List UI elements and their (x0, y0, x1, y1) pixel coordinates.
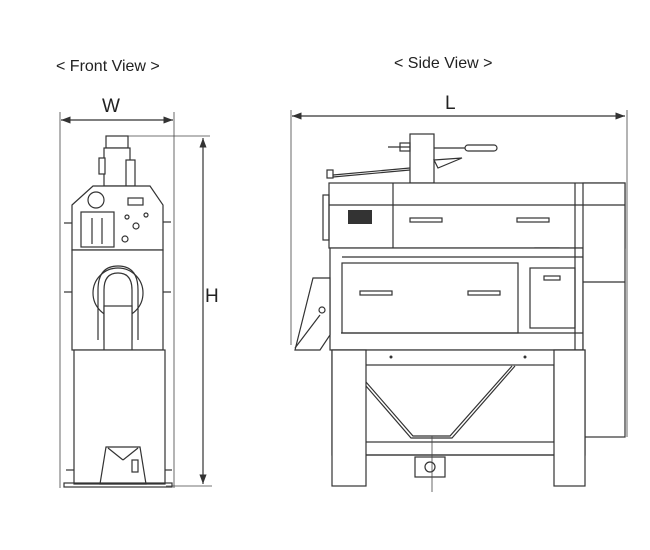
control-panel-housing (71, 185, 164, 251)
length-label: L (445, 93, 456, 114)
gauge (87, 191, 105, 209)
side-view-title: < Side View > (394, 55, 493, 72)
outlet-valve (414, 456, 446, 478)
side-view-drawing (290, 110, 628, 492)
leg-left (331, 349, 367, 487)
hopper (365, 365, 513, 437)
width-label: W (102, 96, 120, 117)
inlet-chute (294, 277, 331, 351)
top-actuator (326, 133, 498, 184)
front-view-drawing (59, 112, 212, 488)
control-screen (348, 210, 372, 224)
base-outlet (99, 446, 147, 485)
handle (409, 217, 443, 223)
inlet-duct (103, 272, 133, 340)
front-view-title: < Front View > (56, 58, 160, 75)
right-panel (582, 182, 626, 438)
handle (516, 217, 550, 223)
height-label: H (205, 286, 219, 307)
upper-body (328, 182, 626, 249)
handle (359, 290, 393, 296)
display-box (127, 197, 144, 206)
panel-door (80, 211, 115, 248)
leg-right (553, 349, 586, 487)
handle (467, 290, 501, 296)
base-plate (63, 482, 173, 488)
motor (98, 135, 136, 187)
